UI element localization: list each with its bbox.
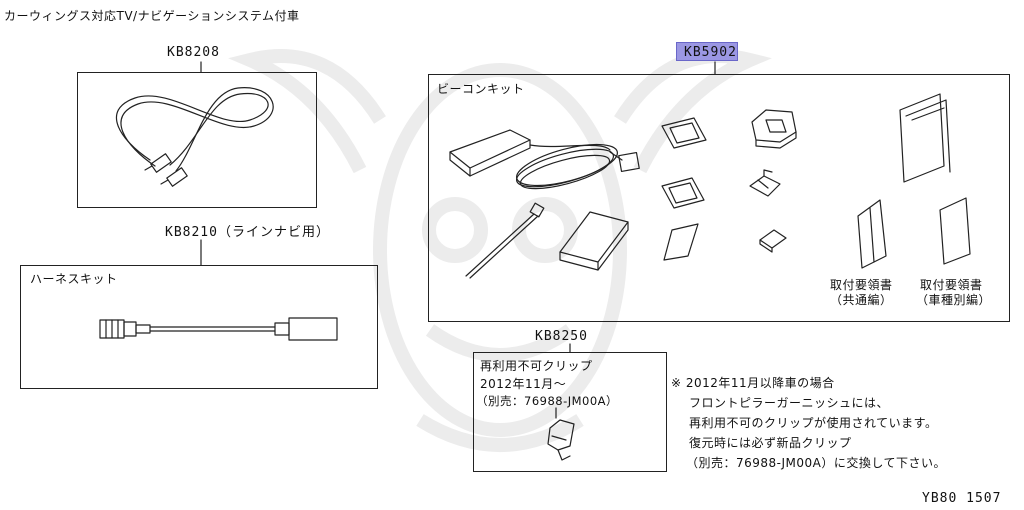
kb8208-box (77, 72, 317, 208)
harness-connector-icon (99, 317, 338, 341)
part-code-highlight (676, 42, 738, 61)
gasket-square-icon (661, 117, 707, 149)
manual-common-icon (857, 199, 887, 269)
kb8210-box-label: ハーネスキット (30, 272, 118, 286)
cable-tie-icon (465, 202, 545, 279)
kb5902-box (428, 74, 1010, 322)
small-clip-icon (749, 169, 781, 197)
small-pad-icon (759, 229, 787, 253)
note-line3: 再利用不可のクリップが使用されています。 (689, 416, 938, 430)
manual-vehicle-icon (939, 197, 971, 265)
retainer-clip-icon (547, 407, 575, 461)
note-line4: 復元時には必ず新品クリップ (689, 436, 852, 450)
beacon-unit-icon (449, 129, 611, 177)
usb-cable-icon (115, 87, 274, 187)
manual-vehicle-subtitle: （車種別編） (916, 293, 992, 307)
kb8250-line3: （別売：76988-JM00A） (476, 394, 619, 408)
gasket-square-2-icon (661, 177, 705, 209)
manual-common-title: 取付要領書 (830, 278, 893, 292)
note-line2: フロントピラーガーニッシュには、 (689, 396, 890, 410)
part-code-kb8208[interactable]: KB8208 (167, 45, 220, 60)
mount-bracket-icon (751, 109, 797, 149)
tape-pad-icon (559, 211, 629, 271)
manual-common-subtitle: （共通編） (830, 293, 893, 307)
diagram-code: YB80 1507 (922, 491, 1002, 506)
kb5902-box-label: ビーコンキット (437, 82, 525, 96)
part-code-kb5902[interactable]: KB5902 (684, 45, 737, 60)
kb8210-box (20, 265, 378, 389)
beacon-cable-icon (515, 143, 640, 190)
folded-manual-icon (899, 93, 951, 183)
diagram-title: カーウィングス対応TV/ナビゲーションシステム付車 (4, 9, 300, 23)
note-line5: （別売：76988-JM00A）に交換して下さい。 (686, 456, 947, 470)
kb8250-line1: 再利用不可クリップ (480, 359, 593, 373)
part-code-kb8210[interactable]: KB8210（ラインナビ用） (165, 225, 330, 240)
part-code-kb8250[interactable]: KB8250 (535, 329, 588, 344)
note-line1: ※ 2012年11月以降車の場合 (671, 376, 835, 390)
adhesive-strip-icon (663, 223, 699, 261)
manual-vehicle-title: 取付要領書 (920, 278, 983, 292)
kb8250-line2: 2012年11月～ (480, 377, 567, 391)
